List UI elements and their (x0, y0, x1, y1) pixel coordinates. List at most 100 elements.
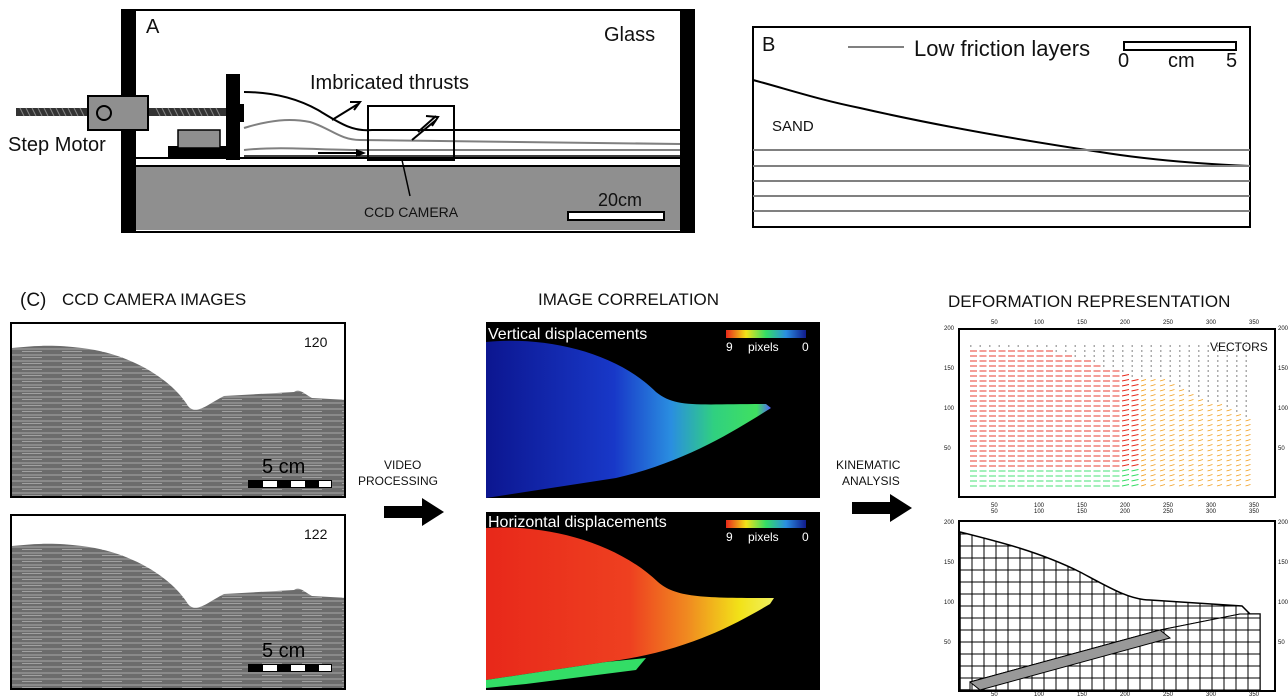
vector-arrow (1197, 474, 1204, 477)
vector-arrow (1188, 444, 1194, 447)
vector-arrow (1159, 394, 1166, 397)
vector-arrow (1169, 384, 1175, 387)
vector-arrow (1235, 424, 1242, 427)
vector-arrow (1131, 484, 1139, 487)
vector-arrow (1131, 409, 1139, 412)
vector-arrow (1207, 454, 1213, 457)
vector-arrow (1150, 404, 1156, 407)
vector-arrow (1178, 469, 1185, 472)
vector-arrow (1226, 439, 1232, 442)
vector-arrow (1188, 409, 1194, 412)
vector-arrow (1235, 479, 1242, 482)
vector-arrow (1197, 399, 1204, 402)
vector-arrow (1150, 449, 1156, 452)
arrow-right-icon (852, 494, 912, 522)
vector-arrow (1159, 419, 1166, 422)
vector-arrow (1188, 484, 1194, 487)
y-tick-right-bottom: 200 (1278, 520, 1288, 526)
vector-arrow (1207, 479, 1213, 482)
vector-arrow (1140, 449, 1147, 452)
vector-arrow (1226, 469, 1232, 472)
vector-arrow (1169, 429, 1175, 432)
y-tick-right-top: 200 (1278, 326, 1288, 332)
y-tick-right-bottom: 100 (1278, 600, 1288, 606)
vector-arrow (1216, 404, 1223, 407)
vectors-label: VECTORS (1210, 340, 1268, 354)
vector-arrow (1188, 394, 1194, 397)
vector-arrow (1121, 469, 1130, 472)
scale-unit-label: cm (1168, 50, 1195, 72)
y-tick-right-top: 100 (1278, 406, 1288, 412)
vector-arrow (1150, 424, 1156, 427)
vector-arrow (1197, 429, 1204, 432)
vector-arrow (1235, 449, 1242, 452)
vector-arrow (1216, 444, 1223, 447)
vector-arrow (1226, 454, 1232, 457)
vector-arrow (1178, 424, 1185, 427)
vector-arrow (1245, 444, 1251, 447)
vector-arrow (1150, 399, 1156, 402)
vector-arrow (1169, 459, 1175, 462)
vector-arrow (1216, 464, 1223, 467)
vector-arrow (1188, 449, 1194, 452)
vector-arrow (1121, 404, 1130, 407)
vector-arrow (1207, 419, 1213, 422)
vector-arrow (1235, 429, 1242, 432)
vector-arrow (1178, 459, 1185, 462)
vector-arrow (1207, 424, 1213, 427)
vector-arrow (1216, 459, 1223, 462)
vector-arrow (1169, 464, 1175, 467)
vector-arrow (1131, 434, 1139, 437)
vector-arrow (1121, 484, 1130, 487)
x-tick-mid: 50 (991, 503, 998, 509)
vector-arrow (1159, 454, 1166, 457)
vector-arrow (1121, 464, 1130, 467)
vector-arrow (1216, 419, 1223, 422)
kinematic-analysis-line1: KINEMATIC (836, 458, 901, 472)
vector-arrow (1159, 379, 1166, 382)
x-tick-bottom: 50 (991, 692, 998, 698)
vector-arrow (1226, 449, 1232, 452)
vector-arrow (1235, 434, 1242, 437)
vector-arrow (1131, 469, 1139, 472)
vector-arrow (1235, 459, 1242, 462)
vector-arrow (1235, 414, 1242, 417)
y-tick-left-top: 200 (944, 326, 955, 332)
vector-arrow (1216, 409, 1223, 412)
vector-arrow (1169, 399, 1175, 402)
vector-arrow (1207, 414, 1213, 417)
vector-arrow (1159, 444, 1166, 447)
x-tick-top: 200 (1120, 320, 1131, 326)
x-tick-top: 350 (1249, 320, 1260, 326)
vertical-displacement-map: Vertical displacements 9 pixels 0 (486, 322, 820, 498)
frame-number-120: 120 (304, 334, 328, 350)
vector-arrow (1131, 439, 1139, 442)
scale-20cm-label: 20cm (598, 190, 643, 210)
vector-arrow (1121, 394, 1130, 397)
vector-arrow (1121, 454, 1130, 457)
vector-arrow (1169, 434, 1175, 437)
vector-arrow (1188, 439, 1194, 442)
x-tick-top: 250 (1163, 320, 1174, 326)
x-tick-mid2: 300 (1206, 509, 1217, 515)
vector-arrow (1140, 394, 1147, 397)
vector-arrow (1245, 474, 1251, 477)
vector-arrow (1159, 469, 1166, 472)
vector-arrow (1245, 419, 1251, 422)
vector-arrow (1226, 464, 1232, 467)
frame-number-122: 122 (304, 526, 328, 542)
vector-arrow (1140, 444, 1147, 447)
vector-arrow (1197, 464, 1204, 467)
vector-arrow (1226, 419, 1232, 422)
vector-arrow (1235, 464, 1242, 467)
colorbar-min-2: 0 (802, 530, 809, 544)
x-tick-mid2: 150 (1077, 509, 1088, 515)
vector-arrow (1169, 454, 1175, 457)
vector-arrow (1207, 409, 1213, 412)
vector-arrow (1207, 404, 1213, 407)
video-processing-line1: VIDEO (384, 458, 422, 472)
vector-arrow (1207, 484, 1213, 487)
vector-arrow (1159, 399, 1166, 402)
vector-arrow (1131, 424, 1139, 427)
vector-arrow (1150, 419, 1156, 422)
